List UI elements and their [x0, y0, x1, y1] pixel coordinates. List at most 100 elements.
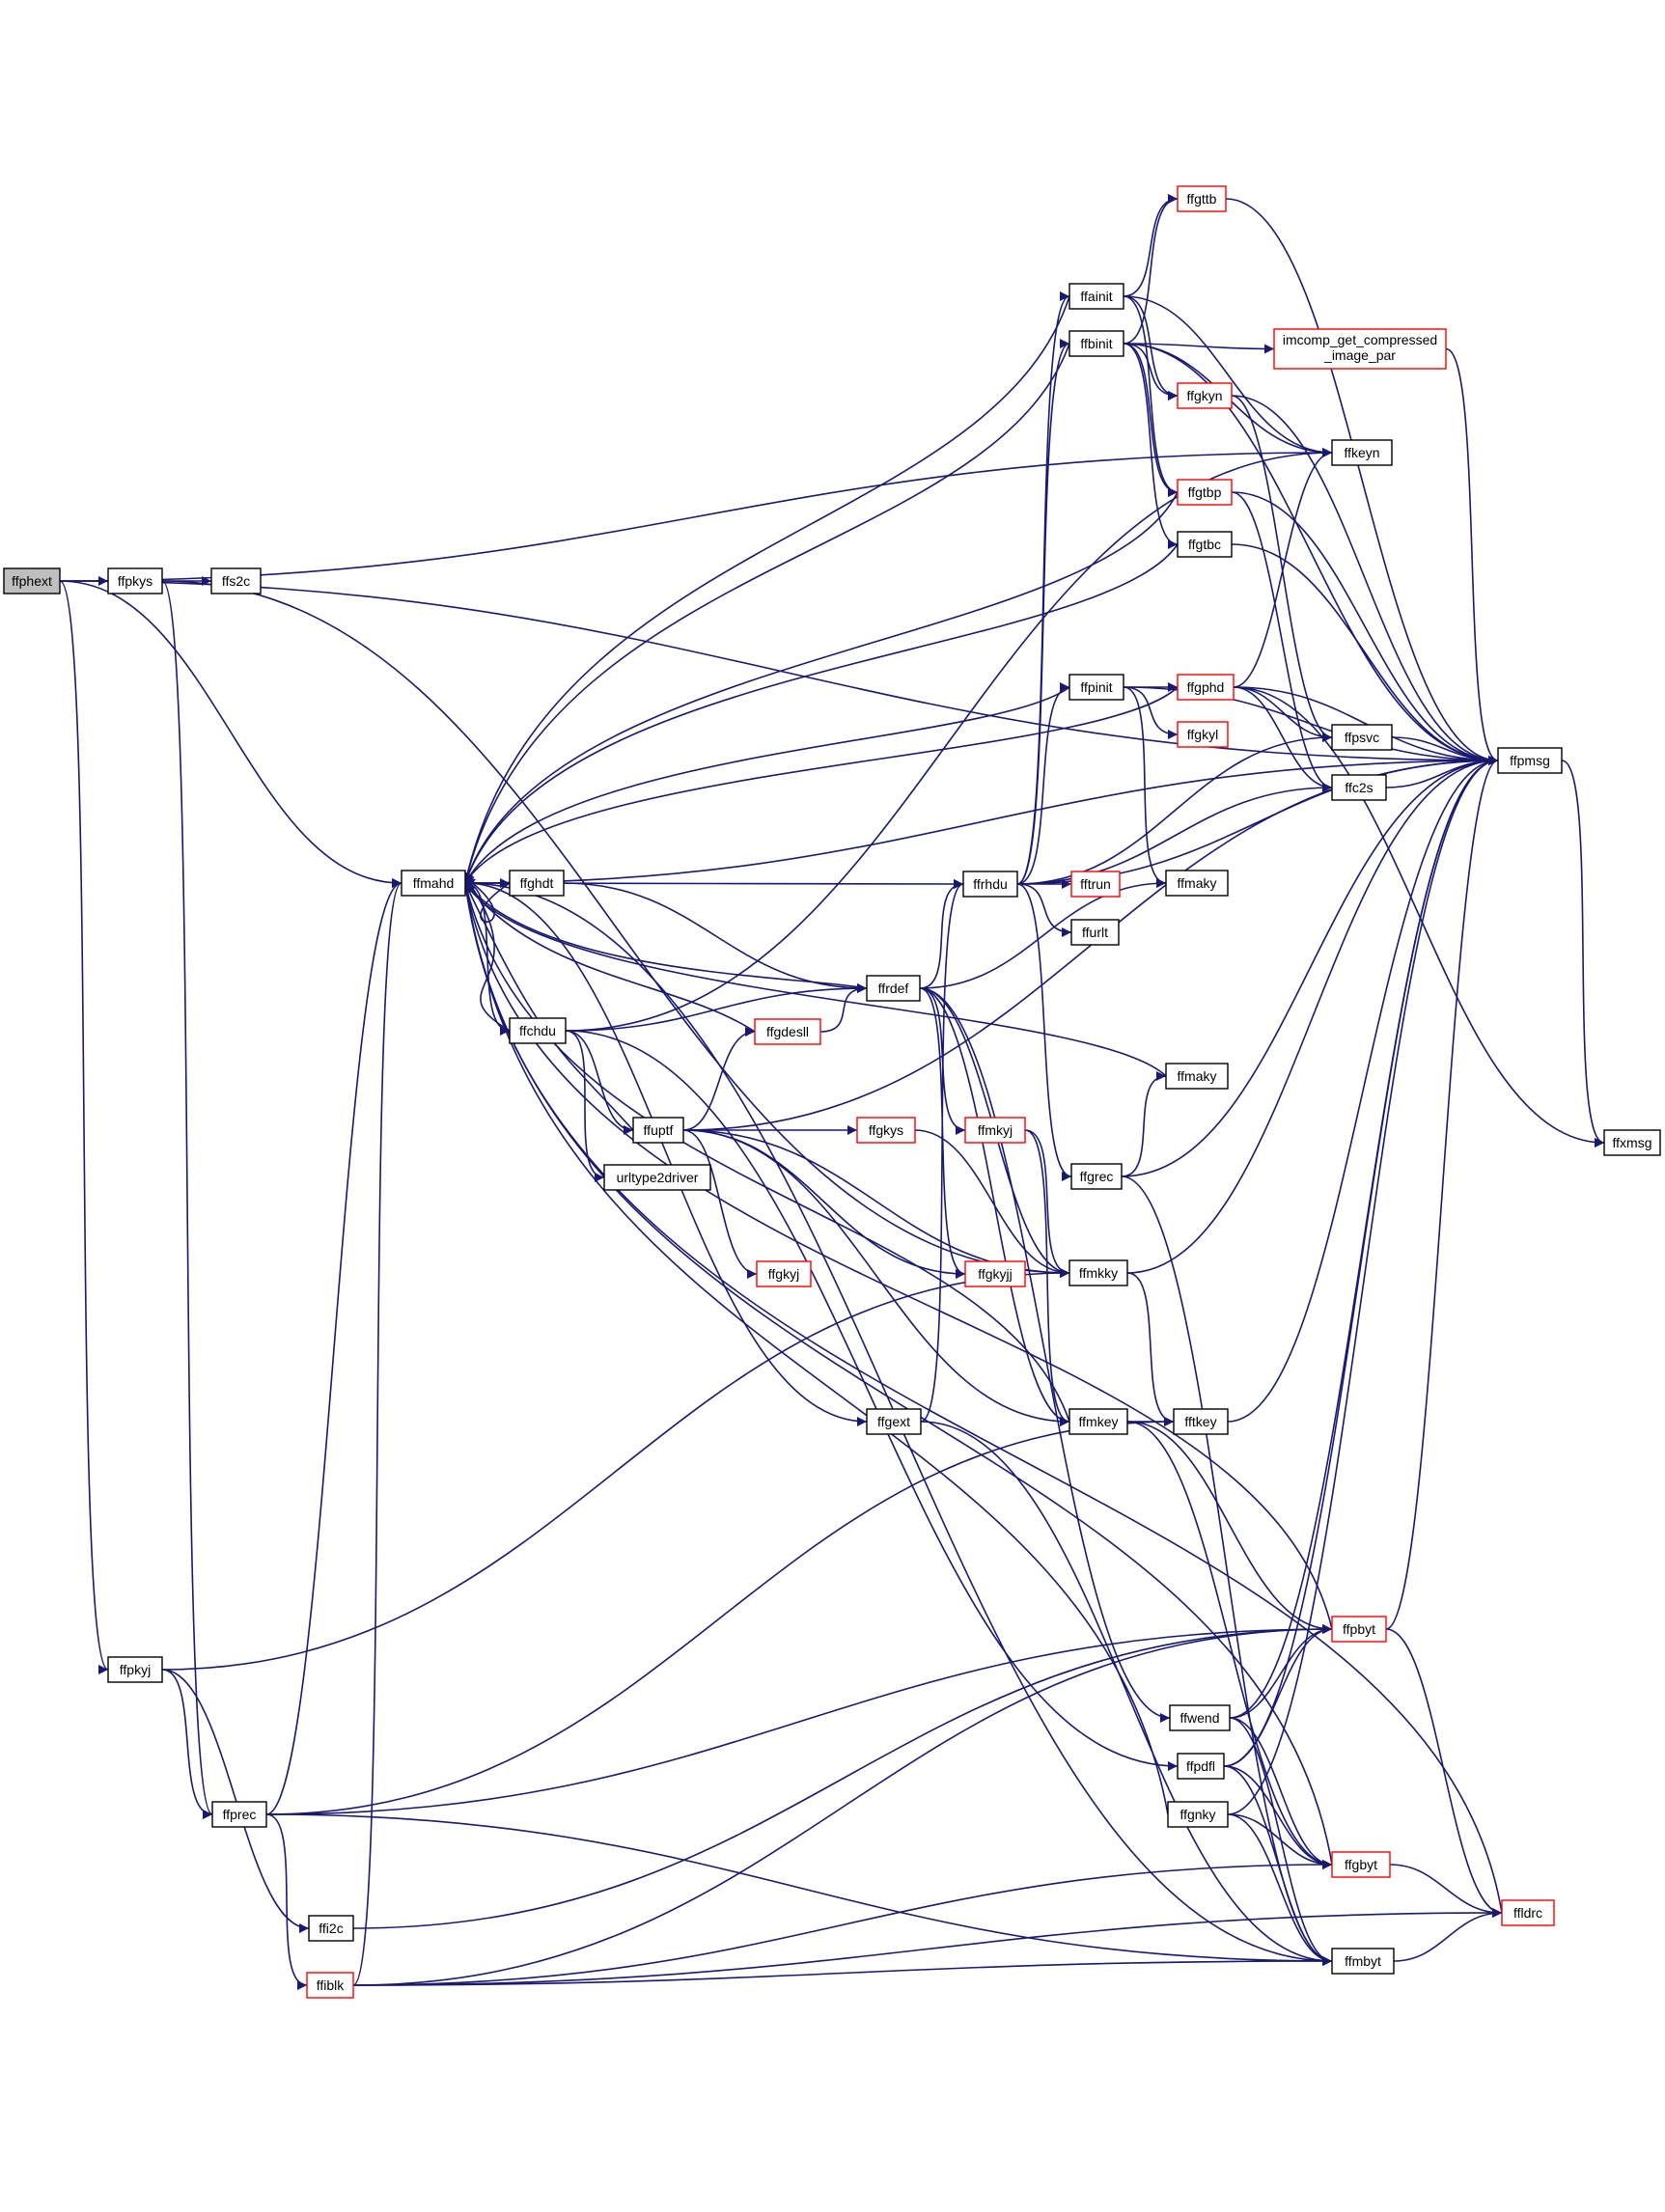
node-ffpkyj[interactable]: ffpkyj — [107, 1656, 163, 1683]
node-ffgkys[interactable]: ffgkys — [856, 1117, 916, 1144]
node-ffbinit[interactable]: ffbinit — [1068, 330, 1124, 357]
edge-ffprec-to-ffmbyt — [265, 1813, 1333, 1966]
node-box — [1497, 747, 1563, 774]
node-ffmaky_b[interactable]: ffmaky — [1165, 1063, 1229, 1090]
edge-ffchdu-to-ffpdfl — [565, 1030, 1179, 1771]
node-label: ffmkky — [1079, 1265, 1118, 1281]
node-ffgttb[interactable]: ffgttb — [1177, 185, 1227, 212]
node-label: ffpsvc — [1345, 730, 1379, 745]
node-fftkey[interactable]: fftkey — [1173, 1408, 1229, 1435]
node-box — [1173, 1408, 1229, 1435]
node-ffmkyj[interactable]: ffmkyj — [964, 1117, 1026, 1144]
node-ffwend[interactable]: ffwend — [1169, 1704, 1231, 1731]
node-ffgkyj[interactable]: ffgkyj — [756, 1260, 812, 1287]
node-label-line: _image_par — [1323, 347, 1396, 363]
node-urltype2driver[interactable]: urltype2driver — [603, 1164, 711, 1191]
node-ffrdef[interactable]: ffrdef — [866, 975, 921, 1002]
node-ffkeyn[interactable]: ffkeyn — [1331, 439, 1393, 466]
node-box — [1177, 185, 1227, 212]
node-ffuptf[interactable]: ffuptf — [632, 1117, 684, 1144]
node-label: ffpbyt — [1343, 1621, 1375, 1637]
edge-layer — [59, 194, 1605, 1990]
node-box — [1167, 1801, 1229, 1828]
node-label: ffs2c — [222, 573, 250, 589]
node-box — [1068, 674, 1124, 701]
node-box — [306, 1972, 354, 1999]
node-box — [1177, 674, 1235, 701]
edge-ffmahd-to-ffgext — [464, 882, 868, 1426]
node-ffpinit[interactable]: ffpinit — [1068, 674, 1124, 701]
edge-ffgbyt-to-ffldrc — [1389, 1864, 1503, 1918]
node-box — [1177, 382, 1233, 409]
node-ffrhdu[interactable]: ffrhdu — [962, 871, 1018, 898]
node-ffgkyl[interactable]: ffgkyl — [1177, 721, 1229, 748]
node-ffgtbp[interactable]: ffgtbp — [1177, 479, 1233, 506]
node-label: ffgkyl — [1187, 727, 1218, 742]
node-box — [1070, 1163, 1123, 1190]
edge-ffgnky-to-ffgbyt — [1227, 1813, 1333, 1869]
node-ffgkyjj[interactable]: ffgkyjj — [964, 1260, 1026, 1287]
node-label: ffmaky — [1178, 1068, 1217, 1084]
edge-ffiblk-to-ffgbyt — [352, 1860, 1333, 1986]
node-ffprec[interactable]: ffprec — [211, 1801, 267, 1828]
node-label: ffpmsg — [1510, 753, 1550, 768]
edge-ffmahd-to-ffpmsg — [464, 756, 1499, 884]
node-ffiblk[interactable]: ffiblk — [306, 1972, 354, 1999]
edge-ffiblk-to-ffmahd — [352, 878, 402, 1986]
edge-ffpkyj-to-ffmkky — [161, 1268, 1070, 1671]
edge-ffainit-to-ffgttb — [1123, 194, 1179, 297]
node-ffgrec[interactable]: ffgrec — [1070, 1163, 1123, 1190]
edge-ffmkey-to-ffmahd — [462, 882, 1070, 1423]
node-label: fftrun — [1080, 876, 1111, 892]
node-box — [756, 1260, 812, 1287]
edge-ffrhdu-to-ffpmsg — [1016, 756, 1499, 885]
node-ffphext[interactable]: ffphext — [3, 567, 61, 594]
node-ffi2c[interactable]: ffi2c — [308, 1915, 354, 1942]
node-imcomp[interactable]: imcomp_get_compressed_image_par — [1273, 328, 1447, 370]
node-label: ffgtbc — [1188, 537, 1221, 552]
node-ffmkky[interactable]: ffmkky — [1068, 1259, 1128, 1286]
edge-ffwend-to-ffgbyt — [1229, 1717, 1333, 1869]
node-ffgext[interactable]: ffgext — [866, 1408, 922, 1435]
node-label: ffgbyt — [1345, 1857, 1377, 1872]
node-ffgtbc[interactable]: ffgtbc — [1177, 531, 1233, 558]
node-label: ffpkys — [118, 573, 153, 589]
node-ffmahd[interactable]: ffmahd — [401, 870, 466, 897]
edge-fftkey-to-ffpmsg — [1227, 756, 1499, 1423]
edge-ffmaky_b-to-ffmahd — [464, 882, 1167, 1077]
node-ffxmsg[interactable]: ffxmsg — [1603, 1129, 1661, 1156]
node-ffpmsg[interactable]: ffpmsg — [1497, 747, 1563, 774]
node-ffchdu[interactable]: ffchdu — [509, 1017, 567, 1044]
node-label: ffmaky — [1178, 875, 1217, 891]
node-ffmkey[interactable]: ffmkey — [1068, 1408, 1128, 1435]
node-ffpdfl[interactable]: ffpdfl — [1177, 1753, 1225, 1780]
node-box — [1501, 1899, 1555, 1926]
node-ffpsvc[interactable]: ffpsvc — [1331, 724, 1393, 751]
node-ffldrc[interactable]: ffldrc — [1501, 1899, 1555, 1926]
node-label: ffgdesll — [766, 1024, 809, 1039]
node-ffc2s[interactable]: ffc2s — [1331, 774, 1387, 801]
edge-ffainit-to-ffkeyn — [1123, 295, 1333, 457]
node-ffs2c[interactable]: ffs2c — [210, 567, 262, 594]
node-box — [3, 567, 61, 594]
node-ffgnky[interactable]: ffgnky — [1167, 1801, 1229, 1828]
edge-ffpkys-to-ffprec — [161, 580, 213, 1819]
node-ffmbyt[interactable]: ffmbyt — [1331, 1948, 1395, 1975]
node-ffgkyn[interactable]: ffgkyn — [1177, 382, 1233, 409]
node-ffpkys[interactable]: ffpkys — [107, 567, 163, 594]
node-box — [1068, 283, 1124, 310]
node-label-line: imcomp_get_compressed — [1283, 332, 1437, 347]
node-label: ffurlt — [1082, 925, 1108, 940]
node-ffpbyt[interactable]: ffpbyt — [1331, 1616, 1387, 1643]
node-label: ffmbyt — [1345, 1953, 1381, 1969]
node-ffgbyt[interactable]: ffgbyt — [1331, 1851, 1391, 1878]
edge-ffrhdu-to-ffpinit — [1016, 682, 1070, 885]
edge-ffgtbc-to-ffmahd — [463, 543, 1179, 884]
node-fftrun[interactable]: fftrun — [1070, 871, 1121, 898]
node-ffurlt[interactable]: ffurlt — [1070, 919, 1120, 946]
node-ffainit[interactable]: ffainit — [1068, 283, 1124, 310]
node-ffghdt[interactable]: ffghdt — [509, 870, 565, 897]
node-ffmaky_a[interactable]: ffmaky — [1165, 870, 1229, 897]
node-ffgdesll[interactable]: ffgdesll — [754, 1018, 821, 1045]
node-ffgphd[interactable]: ffgphd — [1177, 674, 1235, 701]
